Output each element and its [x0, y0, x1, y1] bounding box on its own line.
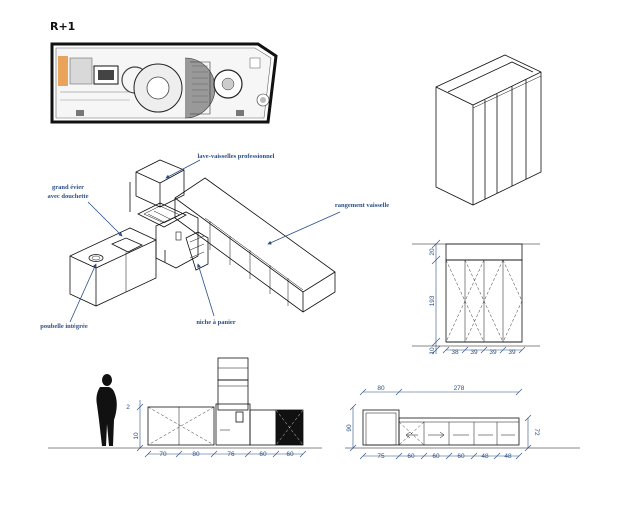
label-bin: poubelle intégrée: [40, 323, 88, 330]
dim-cab-w2: 39: [470, 349, 478, 356]
dim-bot-w4: 60: [457, 453, 465, 460]
label-basket: niche à panier: [196, 319, 235, 326]
label-sink-line1: grand évier: [52, 184, 84, 191]
dim-bot-w5: 48: [481, 453, 489, 460]
dim-bot-w3: 60: [432, 453, 440, 460]
dim-front-w4: 60: [259, 451, 267, 458]
dim-cab-h3: 10: [429, 347, 436, 355]
drawing-title: R+1: [50, 20, 75, 33]
label-sink-line2: avec douchette: [48, 193, 89, 200]
person-silhouette: [96, 374, 117, 446]
dim-bot-w6: 48: [504, 453, 512, 460]
dim-cab-w3: 39: [489, 349, 497, 356]
dim-side-h2: 72: [533, 428, 540, 436]
dim-bot-w2: 60: [407, 453, 415, 460]
dim-front-w2: 80: [192, 451, 200, 458]
label-storage: rangement vaisselle: [335, 202, 389, 209]
floor-plan: [50, 42, 278, 124]
annotations: lave-vaisselles professionnel grand évie…: [40, 153, 389, 330]
dim-front-h2: 10: [133, 432, 140, 440]
dim-cab-h1: 20: [429, 248, 436, 256]
dim-side-h1: 90: [346, 424, 353, 432]
kitchen-isometric: [69, 159, 336, 313]
dim-bot-w1: 75: [377, 453, 385, 460]
dim-front-w3: 76: [227, 451, 235, 458]
dim-cab-h2: 193: [429, 295, 436, 306]
dim-front-w1: 70: [159, 451, 167, 458]
dim-front-w5: 60: [286, 451, 294, 458]
cabinet-elevation: 20 193 10 38 39 39 39: [412, 239, 540, 356]
dim-top-w1: 80: [377, 385, 385, 392]
tall-cabinet-isometric: [435, 54, 542, 206]
dim-cab-w4: 39: [508, 349, 516, 356]
dim-cab-w1: 38: [451, 349, 459, 356]
storage-elevation: 80 278 90 72 75 60 60 60 48 48: [345, 385, 580, 460]
dim-top-w2: 278: [454, 385, 465, 392]
dim-front-h1: 2: [126, 404, 130, 411]
front-elevation: 2 10 70 80 76 60 60: [48, 357, 322, 458]
label-dishwasher: lave-vaisselles professionnel: [198, 153, 275, 160]
